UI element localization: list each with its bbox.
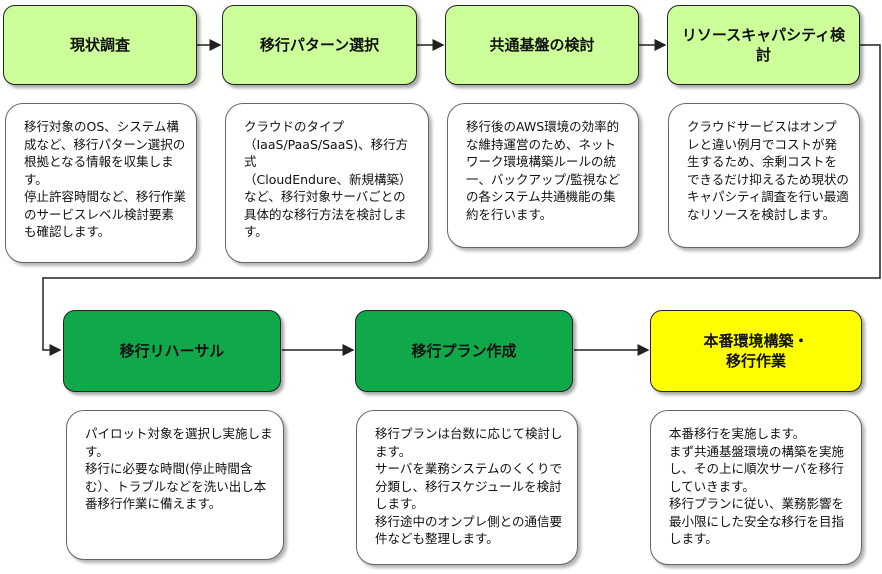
step-current-state-survey: 現状調査	[3, 5, 197, 85]
step-2-description: クラウドのタイプ （IaaS/PaaS/SaaS)、移行方式 （CloudEnd…	[225, 103, 429, 263]
step-migration-plan-creation: 移行プラン作成	[355, 310, 573, 392]
step-7-description: 本番移行を実施します。 まず共通基盤環境の構築を実施し、その上に順次サーバを移行…	[650, 410, 862, 565]
step-1-description: 移行対象のOS、システム構成など、移行パターン選択の根拠となる情報を収集します。…	[5, 103, 197, 263]
step-3-description: 移行後のAWS環境の効率的な維持運営のため、ネットワーク環境構築ルールの統一、バ…	[447, 103, 639, 248]
step-common-platform-review: 共通基盤の検討	[445, 5, 639, 85]
step-6-description: 移行プランは台数に応じて検討します。 サーバを業務システムのくくりで分類し、移行…	[356, 410, 578, 565]
step-migration-pattern-selection: 移行パターン選択	[222, 5, 417, 85]
step-4-description: クラウドサービスはオンプレと違い例月でコストが発生するため、余剰コストをできるだ…	[668, 103, 860, 248]
step-migration-rehearsal: 移行リハーサル	[63, 310, 281, 392]
step-5-description: パイロット対象を選択し実施します。 移行に必要な時間(停止時間含む）、トラブルな…	[66, 410, 284, 560]
step-resource-capacity-review: リソースキャパシティ検討	[667, 5, 860, 85]
step-production-build-and-migration: 本番環境構築・ 移行作業	[650, 310, 862, 392]
arrow-4-5-wrap	[42, 44, 881, 356]
